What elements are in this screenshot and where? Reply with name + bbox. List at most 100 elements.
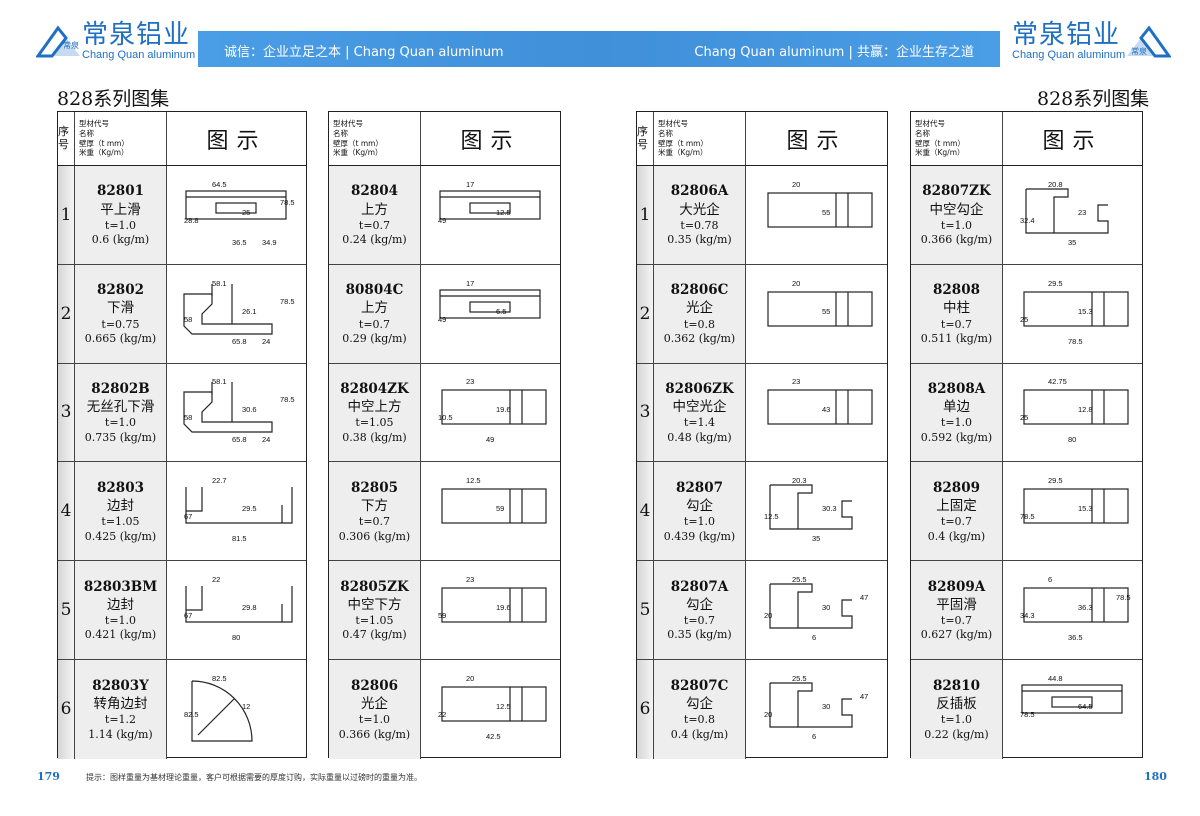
- page-header: 常泉 常泉铝业 Chang Quan aluminum 诚信：企业立足之本 | …: [0, 0, 1200, 74]
- wall-thickness: t=1.0: [104, 416, 137, 430]
- profile-code: 82803Y: [92, 677, 149, 694]
- dimension-label: 17: [466, 180, 474, 189]
- dimension-label: 81.5: [232, 534, 247, 543]
- dimension-label: 65.8: [232, 435, 247, 444]
- row-seq: 6: [637, 659, 654, 759]
- header-seq: 序号: [58, 112, 75, 165]
- dimension-label: 15.3: [1078, 504, 1093, 513]
- dimension-label: 58: [184, 413, 192, 422]
- dimension-label: 78.5: [280, 395, 295, 404]
- meter-weight: 0.38 (kg/m): [342, 430, 407, 444]
- profile-code: 82809: [933, 479, 980, 496]
- dimension-label: 30.6: [242, 405, 257, 414]
- row-seq: 4: [637, 462, 654, 561]
- wall-thickness: t=1.05: [355, 416, 394, 430]
- dimension-label: 10.5: [438, 413, 453, 422]
- row-seq: 1: [637, 166, 654, 264]
- profile-name: 中空上方: [347, 399, 402, 416]
- meter-weight: 0.306 (kg/m): [338, 529, 411, 543]
- profile-name: 单边: [943, 399, 970, 416]
- profile-name: 平固滑: [936, 596, 977, 613]
- profile-code: 82809A: [927, 578, 986, 595]
- page-title-left: 828系列图集: [57, 88, 170, 110]
- profile-code: 82806A: [670, 183, 729, 200]
- dimension-label: 80: [1068, 435, 1076, 444]
- dimension-label: 20.8: [1048, 180, 1063, 189]
- dimension-label: 36.3: [1078, 603, 1093, 612]
- logo-triangle-icon: 常泉: [35, 24, 82, 60]
- slogan-right: Chang Quan aluminum | 共赢：企业生存之道: [694, 45, 974, 60]
- dimension-label: 26.1: [242, 307, 257, 316]
- dimension-label: 64.5: [1078, 702, 1093, 711]
- dimension-label: 20: [792, 279, 800, 288]
- dimension-label: 55: [822, 208, 830, 217]
- profile-name: 反插板: [936, 696, 977, 713]
- header-info: 型材代号名称壁厚（t mm）米重（Kg/m）: [329, 112, 421, 165]
- weight-note: 提示：图样重量为基材理论重量，客户可根据需要的厚度订购，实际重量以过磅时的重量为…: [86, 773, 422, 782]
- header-pic: 图示: [1042, 128, 1103, 154]
- profile-name: 大光企: [679, 201, 720, 218]
- dimension-label: 20.3: [792, 476, 807, 485]
- row-seq: 3: [637, 363, 654, 462]
- profile-code: 80804C: [345, 282, 404, 299]
- profile-code: 82804: [351, 183, 398, 200]
- meter-weight: 0.4 (kg/m): [927, 529, 986, 543]
- wall-thickness: t=0.7: [358, 515, 391, 529]
- profile-code: 82805: [351, 479, 398, 496]
- dimension-label: 12.5: [466, 476, 481, 485]
- dimension-label: 6.5: [496, 307, 506, 316]
- dimension-label: 23: [466, 377, 474, 386]
- row-seq: 6: [58, 659, 75, 759]
- slogan-banner: 诚信：企业立足之本 | Chang Quan aluminum Chang Qu…: [198, 31, 1000, 67]
- row-seq: 1: [58, 166, 75, 264]
- header-pic: 图示: [206, 128, 267, 154]
- meter-weight: 0.4 (kg/m): [670, 727, 729, 741]
- profile-code: 82807A: [670, 578, 729, 595]
- dimension-label: 78.5: [280, 198, 295, 207]
- meter-weight: 0.511 (kg/m): [920, 331, 993, 345]
- dimension-label: 6: [1048, 575, 1052, 584]
- page-title-right: 828系列图集: [1037, 88, 1150, 110]
- dimension-label: 58.1: [212, 377, 227, 386]
- slogan-left: 诚信：企业立足之本 | Chang Quan aluminum: [224, 45, 504, 60]
- dimension-label: 82.5: [212, 674, 227, 683]
- logo-triangle-icon: 常泉: [1125, 24, 1173, 60]
- profile-code: 82806: [351, 677, 398, 694]
- profile-code: 82802: [97, 282, 144, 299]
- dimension-label: 6: [812, 633, 816, 642]
- profile-name: 勾企: [686, 696, 713, 713]
- header-info-line: 名称: [915, 128, 930, 138]
- dimension-label: 58: [184, 315, 192, 324]
- wall-thickness: t=1.0: [104, 218, 137, 232]
- wall-thickness: t=0.7: [940, 317, 973, 331]
- profile-code: 82803: [97, 479, 144, 496]
- dimension-label: 25: [242, 208, 250, 217]
- dimension-label: 32.4: [1020, 216, 1035, 225]
- profile-name: 上方: [361, 300, 388, 317]
- dimension-label: 44.8: [1048, 674, 1063, 683]
